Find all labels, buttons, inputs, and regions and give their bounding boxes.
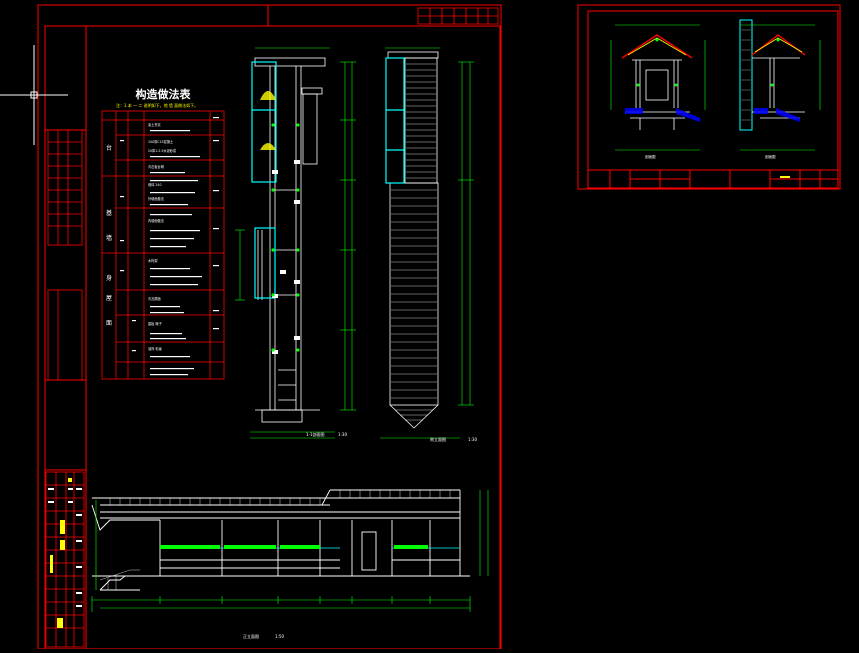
table-group-label: 身 [106,274,112,282]
table-row-text: 青瓦屋面 [148,296,161,301]
section-2-hatch [391,63,437,421]
section-1-drawing: 1-1剖面图 1:30 [235,47,356,439]
sheet1-title-block [45,471,85,648]
section-2-title: 侧立面图 [430,436,446,442]
section-2-scale: 1:30 [468,437,477,442]
sheet1-title-block-marks [50,478,72,628]
sheet2-section-a-title: 剖面图 [645,154,656,159]
sheet1-left-strip [47,129,83,381]
elevation-scale: 1:50 [275,634,284,639]
sheet1-title-block-text [48,488,82,607]
table-row-text: 素土夯实 [148,122,161,127]
table-row-text: 墙体 240 [148,182,161,187]
table-group-label: 台 [106,144,112,152]
sheet2-frame [577,4,841,190]
table-row-text: 青石板台明 [148,164,164,169]
table-row-text: 外墙面做法 [148,196,164,201]
table-row-text: 木构架 [148,258,158,263]
section-2-drawing: 侧立面图 1:30 [380,47,477,442]
table-group-label: 面 [106,320,112,327]
table-row-text: 油饰 彩画 [148,346,162,351]
table-group-label: 基 [106,209,112,217]
sheet2-section-b: 剖面图 [739,19,821,159]
sheet2-section-a: 剖面图 [610,24,706,159]
table-row-text: 100厚C15混凝土 [148,139,174,144]
section-1-title: 1-1剖面图 [306,431,325,437]
table-row-text: 20厚1:2.5水泥砂浆 [148,148,177,153]
construction-table: 构造做法表 注：1.本 一 二 说明如下，地 墙 面做法如下。 台 基 墙 身 … [101,87,225,380]
section-1-scale: 1:30 [338,432,347,437]
sheet1-title-strip [417,7,499,25]
sheet2-section-b-title: 剖面图 [765,154,776,159]
crosshair-cursor-icon [0,45,68,145]
table-group-label: 屋 [106,295,112,302]
sheet1-frame [37,4,502,650]
table-row-text: 内墙面做法 [148,218,164,223]
table-row-text: 望板 椽子 [148,321,163,326]
table-title: 构造做法表 [136,87,192,101]
table-row-marks [120,117,219,376]
elevation-roof-tiles [109,490,451,505]
table-group-label: 墙 [106,234,112,242]
table-note: 注：1.本 一 二 说明如下，地 墙 面做法如下。 [116,102,198,108]
front-elevation-drawing: 正立面图 1:50 [91,489,489,639]
elevation-title: 正立面图 [243,633,259,639]
